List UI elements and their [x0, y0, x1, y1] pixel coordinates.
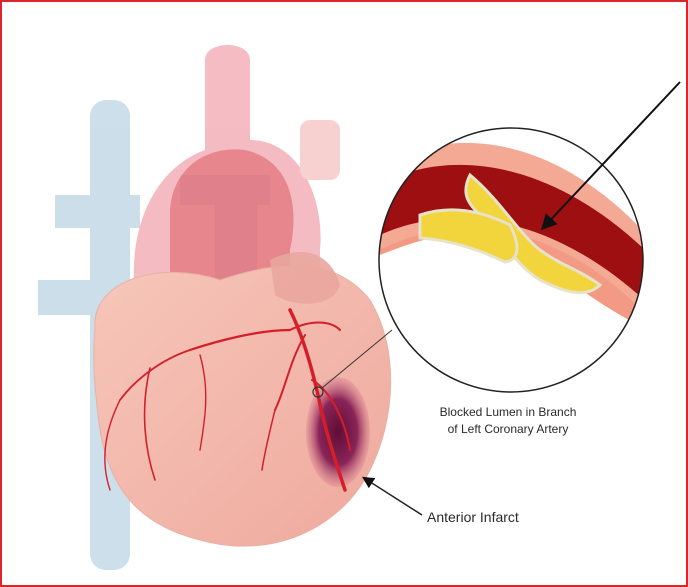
infarct-caption: Anterior Infarct [427, 509, 519, 525]
left-atrium [270, 252, 340, 304]
lumen-caption-line2: of Left Coronary Artery [388, 421, 628, 438]
lumen-caption-line1: Blocked Lumen in Branch [388, 404, 628, 421]
artery-cross-section [370, 120, 660, 410]
lumen-caption: Blocked Lumen in Branch of Left Coronary… [388, 404, 628, 438]
infarct-arrow [364, 478, 422, 515]
